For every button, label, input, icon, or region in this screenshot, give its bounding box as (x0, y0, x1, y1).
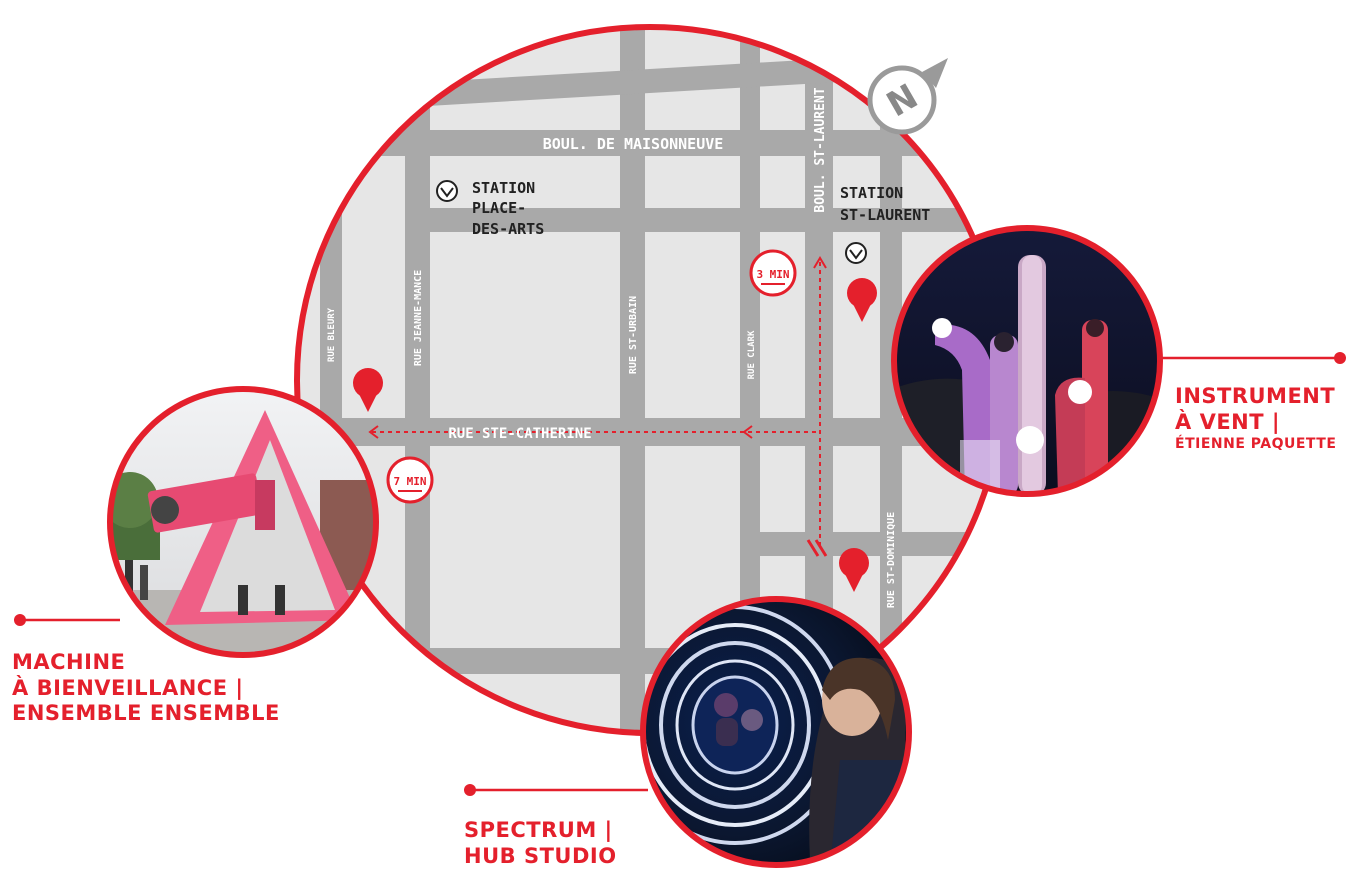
walk-time-west: 7 MIN (393, 475, 426, 488)
caption-instrument-artist: ÉTIENNE PAQUETTE (1175, 436, 1337, 453)
street-maisonneuve (297, 130, 1003, 156)
station-label-place-des-arts-3: DES-ARTS (472, 220, 544, 238)
street-label-ste-catherine: RUE STE-CATHERINE (448, 426, 591, 442)
photo-border-instrument (891, 225, 1163, 497)
street-label-bleury: RUE BLEURY (327, 307, 337, 362)
walk-time-badge-west: 7 MIN (386, 456, 434, 504)
walk-time-east: 3 MIN (756, 268, 789, 281)
street-label-clark: RUE CLARK (747, 330, 757, 379)
street-bleury (320, 27, 342, 733)
caption-spectrum-title: SPECTRUM | (464, 818, 613, 842)
street-label-jeanne-mance: RUE JEANNE-MANCE (413, 270, 424, 366)
caption-instrument-title-2: À VENT | (1175, 409, 1281, 434)
caption-spectrum: SPECTRUM | HUB STUDIO (464, 818, 617, 869)
metro-icon (845, 242, 867, 264)
street-south-east (760, 532, 1003, 556)
photo-border-machine (107, 386, 379, 658)
caption-spectrum-artist: HUB STUDIO (464, 843, 617, 868)
street-st-dominique (880, 27, 902, 733)
leader-dot-machine (14, 614, 26, 626)
street-st-urbain (620, 27, 645, 733)
walk-route-arrow-icon (742, 425, 753, 439)
map-pin-icon (847, 278, 877, 322)
street-south (297, 648, 1003, 674)
caption-instrument: INSTRUMENT À VENT | ÉTIENNE PAQUETTE (1175, 384, 1336, 453)
station-label-place-des-arts-1: STATION (472, 179, 535, 197)
walk-route-arrow-icon (813, 256, 827, 269)
caption-machine-title-1: MACHINE (12, 650, 126, 674)
walk-time-badge-east: 3 MIN (749, 249, 797, 297)
leader-dot-instrument (1334, 352, 1346, 364)
photo-border-spectrum (640, 596, 912, 868)
compass-north-icon: N (867, 58, 948, 135)
street-label-st-urbain: RUE ST-URBAIN (628, 296, 639, 374)
map-pin-icon (353, 368, 383, 412)
street-clark (740, 27, 760, 733)
street-label-st-laurent: BOUL. ST-LAURENT (813, 87, 828, 212)
caption-machine-artist: ENSEMBLE ENSEMBLE (12, 701, 280, 726)
station-label-st-laurent-1: STATION (840, 184, 903, 202)
station-label-place-des-arts-2: PLACE- (472, 199, 526, 217)
caption-instrument-title-1: INSTRUMENT (1175, 384, 1336, 408)
caption-machine: MACHINE À BIENVEILLANCE | ENSEMBLE ENSEM… (12, 650, 280, 727)
walk-route-arrow-icon (806, 539, 828, 557)
metro-icon (436, 180, 458, 202)
leader-dot-spectrum (464, 784, 476, 796)
map-pin-icon (839, 548, 869, 592)
walk-route-arrow-icon (368, 425, 379, 439)
street-label-maisonneuve: BOUL. DE MAISONNEUVE (543, 135, 724, 153)
street-mid (430, 208, 1003, 232)
station-label-st-laurent-2: ST-LAURENT (840, 206, 930, 224)
caption-machine-title-2: À BIENVEILLANCE | (12, 675, 244, 700)
street-label-st-dominique: RUE ST-DOMINIQUE (886, 512, 897, 608)
